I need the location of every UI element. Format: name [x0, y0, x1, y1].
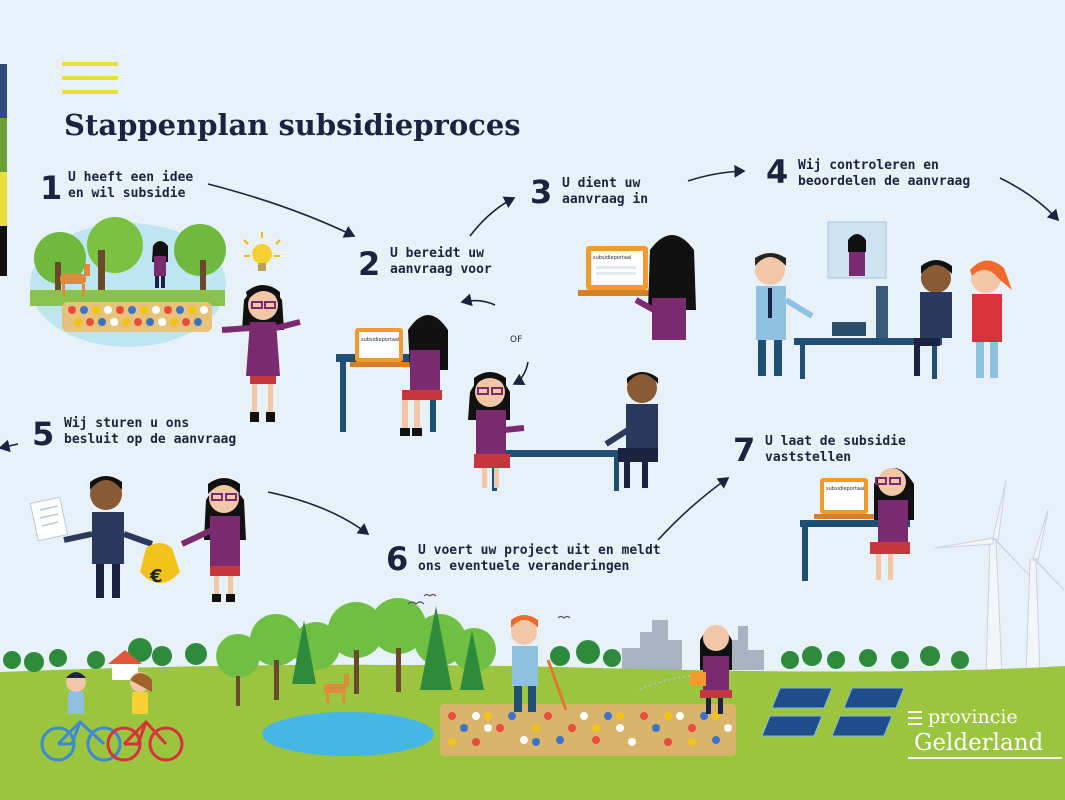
park-scene: [30, 217, 226, 347]
decision-scene: €: [29, 476, 246, 602]
stripe-blue: [0, 64, 7, 118]
screen-label: subsidieportaal: [361, 337, 399, 343]
arrow-2-3: [469, 196, 516, 237]
woman-idea: [221, 285, 301, 422]
arrow-or-up: [460, 293, 496, 307]
arrow-4-out: [999, 177, 1060, 222]
lightbulb-icon: [243, 232, 281, 271]
step-label-line1: U heeft een idee: [68, 170, 194, 185]
step-label-line2: aanvraag in: [562, 192, 649, 207]
step-label-line1: U dient uw: [562, 176, 641, 191]
step-label-line2: aanvraag voor: [390, 262, 492, 277]
flow-arrows: [0, 164, 1060, 541]
step-label-line1: U voert uw project uit en meldt: [418, 543, 661, 558]
step-number: 2: [358, 245, 381, 283]
logo-line2: Gelderland: [914, 730, 1044, 756]
gardener: [511, 615, 568, 712]
deer: [324, 674, 349, 703]
bicycle-icon: [40, 719, 184, 762]
step-number: 1: [40, 169, 63, 207]
stripe-green: [0, 118, 7, 172]
cyclists: [66, 672, 152, 714]
arrow-3-4: [687, 164, 746, 182]
step-label-line2: besluit op de aanvraag: [64, 432, 237, 447]
stripe-yellow: [0, 172, 7, 226]
step-label-line2: beoordelen de aanvraag: [798, 174, 971, 189]
review-scene: [755, 221, 1012, 379]
step-label-line1: U bereidt uw: [390, 246, 484, 261]
screen-label: subsidieportaal: [593, 255, 631, 261]
step-label-line2: en wil subsidie: [68, 186, 186, 201]
pond: [262, 712, 434, 756]
step-label-line2: vaststellen: [765, 450, 852, 465]
step-label-line1: Wij controleren en: [798, 158, 939, 173]
landscape: [0, 593, 1065, 800]
document-icon: [29, 496, 69, 542]
arrow-or-down: [512, 361, 529, 386]
step-label-line1: U laat de subsidie: [765, 434, 906, 449]
menu-icon[interactable]: [62, 62, 118, 102]
deer: [60, 264, 90, 296]
wind-turbine-icon: [934, 479, 1065, 677]
step-label-line2: ons eventuele veranderingen: [418, 559, 630, 574]
laptop-icon: subsidieportaal: [350, 328, 410, 367]
laptop-icon: subsidieportaal: [578, 246, 656, 296]
arrow-6-7: [657, 477, 730, 541]
euro-bag-icon: €: [140, 543, 180, 587]
meeting-scene: [468, 372, 658, 491]
step-number: 7: [733, 431, 756, 469]
step-number: 6: [386, 540, 409, 578]
house-icon: [108, 650, 142, 680]
city-skyline: [622, 620, 764, 670]
step-number: 5: [32, 415, 55, 453]
euro-symbol: €: [149, 566, 163, 587]
watering-woman: [637, 625, 732, 714]
or-label: OF: [510, 335, 522, 345]
step-number: 4: [766, 153, 789, 191]
finalize-scene: subsidieportaal: [800, 468, 914, 581]
screen-label: subsidieportaal: [826, 486, 864, 492]
stripe-black: [0, 226, 7, 276]
arrow-5-6: [267, 491, 370, 535]
solar-panel-icon: [761, 687, 905, 737]
flower-bed: [62, 302, 212, 332]
submit-scene: subsidieportaal: [578, 235, 696, 340]
desk-scene-step2: subsidieportaal: [336, 315, 448, 436]
logo-mark: [908, 711, 1062, 759]
laptop-icon: subsidieportaal: [814, 478, 874, 519]
step-number: 3: [530, 173, 553, 211]
step-label-line1: Wij sturen u ons: [64, 416, 190, 431]
arrow-in-5: [0, 439, 19, 453]
logo-line1: provincie: [928, 706, 1018, 728]
woman-small: [152, 241, 168, 288]
arrow-1-2: [207, 183, 356, 238]
page-title: Stappenplan subsidieproces: [64, 108, 521, 142]
